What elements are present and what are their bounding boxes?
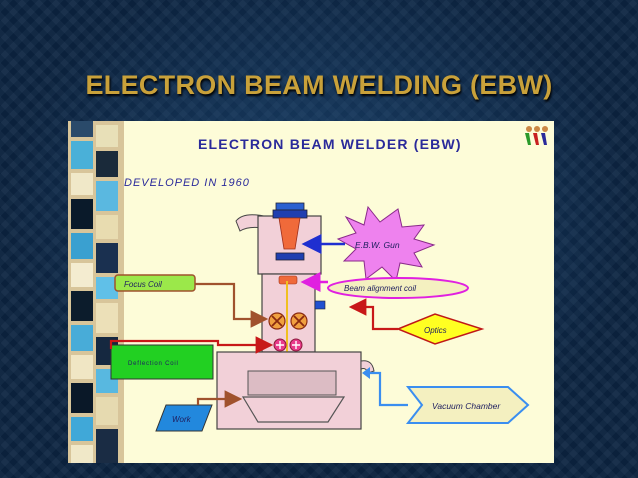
focus-coil-arrow	[195, 282, 269, 328]
optics-arrow	[348, 298, 398, 331]
deflection-coil-arrow	[109, 336, 274, 354]
label-work: Work	[172, 415, 192, 424]
label-focus-coil: Focus Coil	[124, 280, 162, 289]
gun-callout-burst	[336, 205, 436, 282]
work-callout	[155, 404, 213, 432]
optics-callout	[396, 313, 485, 345]
beam-alignment-callout	[327, 277, 469, 299]
label-beam-alignment-coil: Beam alignment coil	[344, 284, 416, 293]
welder-machine	[216, 202, 375, 430]
figures-logo-icon	[525, 126, 548, 145]
slide-title: ELECTRON BEAM WELDING (EBW)	[85, 70, 553, 100]
cathode-cone	[278, 217, 301, 250]
label-vacuum-chamber: Vacuum Chamber	[432, 401, 501, 411]
diagram-subtitle: DEVELOPED IN 1960	[124, 177, 250, 189]
vacuum-chamber-arrow	[368, 371, 408, 407]
vacuum-chamber-callout	[405, 386, 530, 424]
deflection-coil-icon	[273, 338, 303, 352]
label-optics: Optics	[424, 326, 447, 335]
diagram-panel: ELECTRON BEAM WELDER (EBW) DEVELOPED IN …	[68, 121, 554, 463]
label-ebw-gun: E.B.W. Gun	[355, 240, 400, 250]
work-platform	[241, 396, 346, 423]
decorative-border-strip	[68, 121, 124, 463]
work-arrow	[196, 390, 243, 408]
label-deflection-coil: Deflection Coil	[128, 361, 179, 367]
beam-column	[261, 273, 316, 353]
ebw-diagram: ELECTRON BEAM WELDER (EBW) DEVELOPED IN …	[68, 121, 548, 463]
deflection-coil-callout	[110, 344, 214, 380]
chamber-window	[247, 370, 337, 396]
diagram-title: ELECTRON BEAM WELDER (EBW)	[198, 136, 462, 152]
focus-coil-icon	[268, 312, 308, 330]
